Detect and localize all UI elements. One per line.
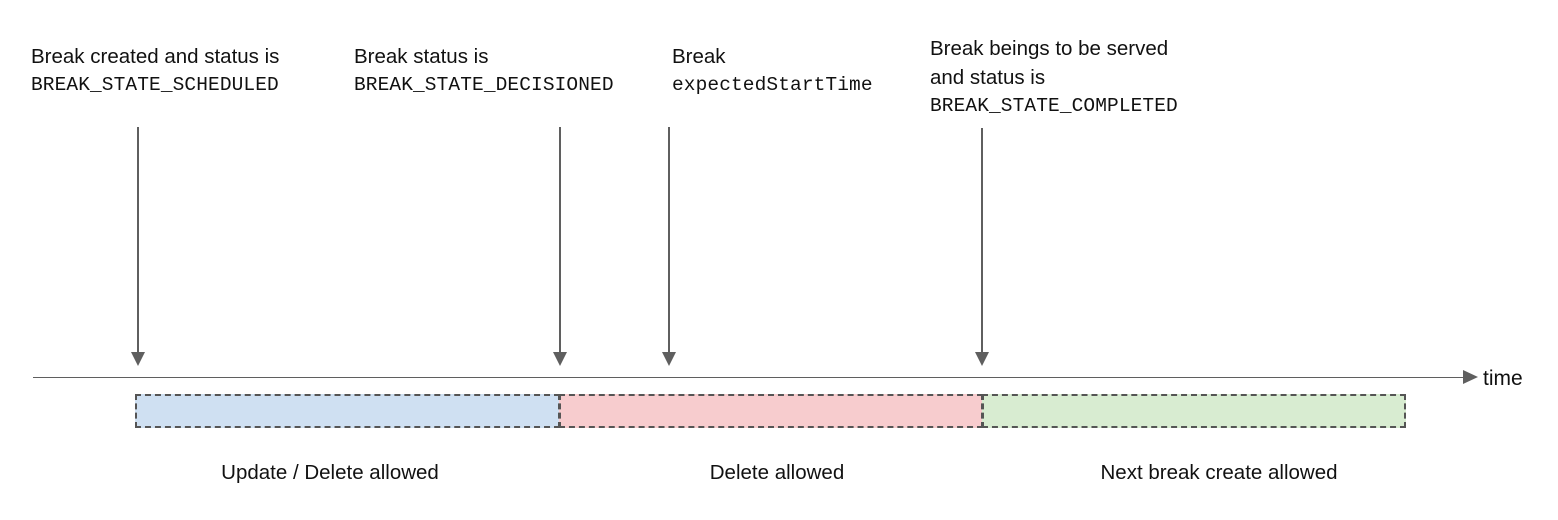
arrow-stem bbox=[981, 128, 983, 353]
drop-arrow-completed-icon bbox=[974, 128, 990, 366]
arrow-head bbox=[131, 352, 145, 366]
annotation-line: Break bbox=[672, 45, 726, 68]
annotation-state-token: BREAK_STATE_SCHEDULED bbox=[31, 74, 279, 96]
phase-caption-next-break-create-allowed: Next break create allowed bbox=[1100, 461, 1338, 484]
annotation-completed: Break beings to be served and status is … bbox=[930, 34, 1178, 121]
annotation-expected-start-time: Break expectedStartTime bbox=[672, 42, 873, 100]
time-axis-line bbox=[33, 377, 1465, 378]
phase-band-completed bbox=[982, 394, 1406, 428]
arrow-stem bbox=[559, 127, 561, 353]
drop-arrow-decisioned-icon bbox=[552, 127, 568, 366]
phase-caption-update-delete-allowed: Update / Delete allowed bbox=[221, 461, 439, 484]
time-axis-label: time bbox=[1483, 367, 1523, 390]
annotation-state-token: BREAK_STATE_COMPLETED bbox=[930, 95, 1178, 117]
annotation-state-token: BREAK_STATE_DECISIONED bbox=[354, 74, 614, 96]
time-axis-arrow-icon bbox=[1463, 370, 1478, 384]
annotation-decisioned: Break status is BREAK_STATE_DECISIONED bbox=[354, 42, 614, 100]
drop-arrow-expected-start-time-icon bbox=[661, 127, 677, 366]
arrow-stem bbox=[668, 127, 670, 353]
drop-arrow-scheduled-icon bbox=[130, 127, 146, 366]
annotation-line: Break beings to be served bbox=[930, 37, 1169, 60]
arrow-stem bbox=[137, 127, 139, 353]
phase-band-scheduled bbox=[135, 394, 560, 428]
arrow-head bbox=[553, 352, 567, 366]
arrow-head bbox=[975, 352, 989, 366]
annotation-field-token: expectedStartTime bbox=[672, 74, 873, 96]
annotation-line: Break status is bbox=[354, 45, 489, 68]
phase-caption-delete-allowed: Delete allowed bbox=[709, 461, 845, 484]
phase-band-decisioned bbox=[559, 394, 983, 428]
arrow-head bbox=[662, 352, 676, 366]
annotation-scheduled: Break created and status is BREAK_STATE_… bbox=[31, 42, 279, 100]
annotation-line: and status is bbox=[930, 66, 1046, 89]
annotation-line: Break created and status is bbox=[31, 45, 280, 68]
